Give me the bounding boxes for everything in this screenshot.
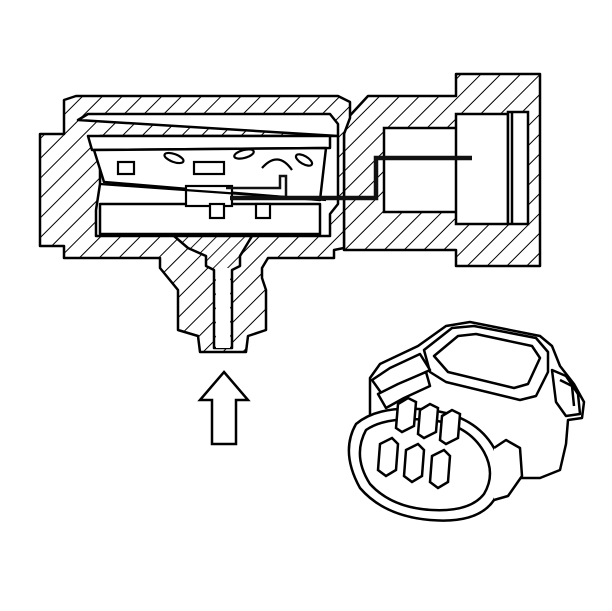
terminal-2-top bbox=[416, 402, 440, 440]
port-channel bbox=[216, 268, 230, 348]
connector-top-face bbox=[432, 332, 542, 390]
diaphragm-cap bbox=[86, 134, 332, 152]
sensing-element bbox=[99, 148, 327, 220]
terminal-1-pin bbox=[376, 436, 400, 478]
connector-terminals bbox=[376, 396, 462, 490]
internal-wire bbox=[226, 155, 472, 201]
connector-socket bbox=[382, 110, 530, 226]
connector-3d-view bbox=[347, 320, 586, 522]
terminal-3-top bbox=[438, 408, 462, 446]
pressure-direction-arrow bbox=[197, 370, 251, 446]
terminal-3-pin bbox=[428, 448, 452, 490]
terminal-1-top bbox=[394, 396, 418, 434]
terminal-2-pin bbox=[402, 442, 426, 484]
